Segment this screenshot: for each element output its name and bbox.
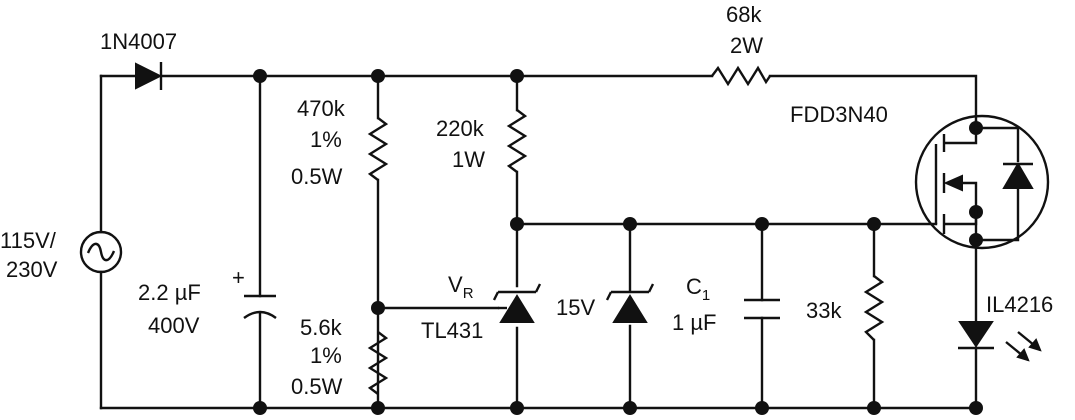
junction-dot <box>253 401 267 415</box>
diode-label: 1N4007 <box>100 29 177 54</box>
ac-source-icon <box>79 230 123 274</box>
junction-dot <box>510 69 524 83</box>
r33k-label: 33k <box>806 298 842 323</box>
junction-dot <box>510 401 524 415</box>
r68k-power-label: 2W <box>730 33 763 58</box>
cap-value-label: 2.2 µF <box>138 280 201 305</box>
junction-dot <box>867 217 881 231</box>
junction-dot <box>969 401 983 415</box>
cap-voltage-label: 400V <box>148 313 200 338</box>
source-label-line2: 230V <box>6 257 58 282</box>
r470k-tolerance-label: 1% <box>310 127 342 152</box>
junction-dot <box>371 401 385 415</box>
junction-dot <box>510 217 524 231</box>
resistor-icon <box>711 65 771 87</box>
capacitor-icon <box>744 298 780 320</box>
junction-dot <box>253 69 267 83</box>
resistor-icon <box>367 117 389 181</box>
r5k6-value-label: 5.6k <box>300 315 343 340</box>
vr-label: VR <box>448 272 474 302</box>
resistor-icon <box>367 331 389 395</box>
junction-dot <box>371 301 385 315</box>
zener-label: 15V <box>556 295 595 320</box>
junction-dot <box>755 401 769 415</box>
r220k-value-label: 220k <box>436 116 485 141</box>
c1-value-label: 1 µF <box>672 310 716 335</box>
led-icon <box>958 321 1042 362</box>
vr-main: V <box>448 272 463 297</box>
resistor-icon <box>863 275 885 341</box>
junction-dot <box>371 69 385 83</box>
vr-subscript: R <box>463 285 474 302</box>
capacitor-icon <box>243 294 277 319</box>
r470k-value-label: 470k <box>297 96 346 121</box>
diode-icon <box>135 62 163 90</box>
r68k-value-label: 68k <box>726 2 762 27</box>
mosfet-icon <box>914 114 1050 250</box>
c1-subscript: 1 <box>702 287 710 304</box>
junction-dots <box>253 69 983 415</box>
led-label: IL4216 <box>986 292 1053 317</box>
junction-dot <box>867 401 881 415</box>
junction-dot <box>623 217 637 231</box>
cap-plus: + <box>232 265 245 290</box>
c1-label: C1 <box>686 274 710 304</box>
r220k-power-label: 1W <box>452 147 485 172</box>
junction-dot <box>755 217 769 231</box>
c1-main: C <box>686 274 702 299</box>
r470k-power-label: 0.5W <box>291 164 343 189</box>
r5k6-tolerance-label: 1% <box>310 343 342 368</box>
zener-diode-icon <box>605 283 655 323</box>
mosfet-label: FDD3N40 <box>790 102 888 127</box>
tl431-label: TL431 <box>421 318 483 343</box>
source-label-line1: 115V/ <box>0 228 57 253</box>
junction-dot <box>623 401 637 415</box>
r5k6-power-label: 0.5W <box>291 374 343 399</box>
resistor-icon <box>506 109 528 173</box>
shunt-regulator-icon <box>492 283 542 323</box>
